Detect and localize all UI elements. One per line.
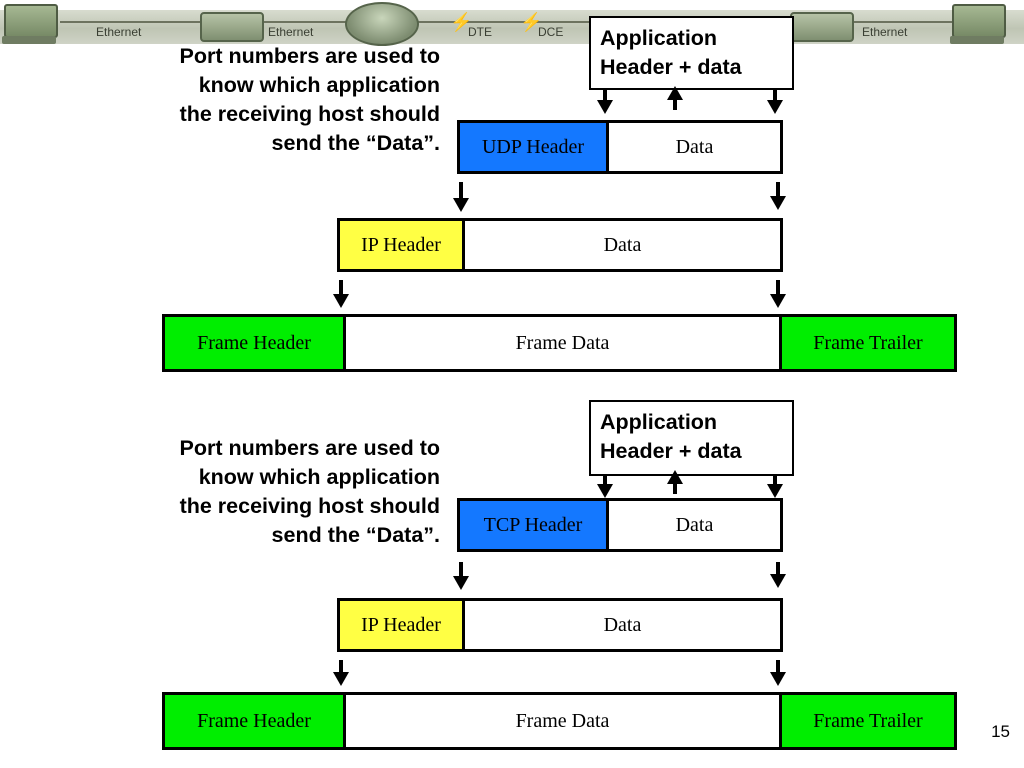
ip-header: IP Header xyxy=(340,221,462,269)
app-box-line: Header + data xyxy=(600,439,742,463)
ethernet-label-1: Ethernet xyxy=(96,25,142,39)
frame-data: Frame Data xyxy=(343,695,779,747)
port-text-line: the receiving host should xyxy=(179,494,440,518)
app-box-line: Application xyxy=(600,410,718,434)
ip-data: Data xyxy=(462,221,780,269)
port-numbers-text-tcp: Port numbers are used to know which appl… xyxy=(10,434,440,550)
ethernet-frame-tcp: Frame Header Frame Data Frame Trailer xyxy=(162,692,957,750)
port-text-line: send the “Data”. xyxy=(271,523,440,547)
page-number: 15 xyxy=(991,722,1010,741)
application-box-tcp: Application Header + data xyxy=(589,400,794,476)
wan-link-icon-2: ⚡ xyxy=(520,12,543,32)
application-box-udp: Application Header + data xyxy=(589,16,794,90)
tcp-segment: TCP Header Data xyxy=(457,498,783,552)
port-numbers-text-udp: Port numbers are used to know which appl… xyxy=(10,42,440,158)
tcp-data: Data xyxy=(606,501,780,549)
ip-data: Data xyxy=(462,601,780,649)
router-icon xyxy=(345,2,419,46)
frame-header: Frame Header xyxy=(165,695,343,747)
ip-packet-tcp: IP Header Data xyxy=(337,598,783,652)
frame-header: Frame Header xyxy=(165,317,343,369)
port-text-line: Port numbers are used to xyxy=(179,436,440,460)
ethernet-frame-udp: Frame Header Frame Data Frame Trailer xyxy=(162,314,957,372)
app-box-line: Header + data xyxy=(600,55,742,79)
app-box-line: Application xyxy=(600,26,718,50)
ethernet-label-2: Ethernet xyxy=(268,25,314,39)
udp-data: Data xyxy=(606,123,780,171)
port-text-line: know which application xyxy=(198,465,440,489)
udp-header: UDP Header xyxy=(460,123,606,171)
port-text-line: send the “Data”. xyxy=(271,131,440,155)
wan-link-icon: ⚡ xyxy=(450,12,473,32)
port-text-line: Port numbers are used to xyxy=(179,44,440,68)
frame-data: Frame Data xyxy=(343,317,779,369)
tcp-header: TCP Header xyxy=(460,501,606,549)
ip-header: IP Header xyxy=(340,601,462,649)
frame-trailer: Frame Trailer xyxy=(779,317,954,369)
ethernet-label-3: Ethernet xyxy=(862,25,908,39)
ip-packet-udp: IP Header Data xyxy=(337,218,783,272)
port-text-line: the receiving host should xyxy=(179,102,440,126)
dte-label: DTE xyxy=(468,25,492,39)
network-link-line xyxy=(60,21,964,23)
switch-icon-left xyxy=(200,12,264,42)
udp-segment: UDP Header Data xyxy=(457,120,783,174)
network-banner: Ethernet Ethernet DTE ⚡ DCE ⚡ Ethernet xyxy=(0,0,1024,46)
frame-trailer: Frame Trailer xyxy=(779,695,954,747)
dce-label: DCE xyxy=(538,25,564,39)
switch-icon-right xyxy=(790,12,854,42)
port-text-line: know which application xyxy=(198,73,440,97)
